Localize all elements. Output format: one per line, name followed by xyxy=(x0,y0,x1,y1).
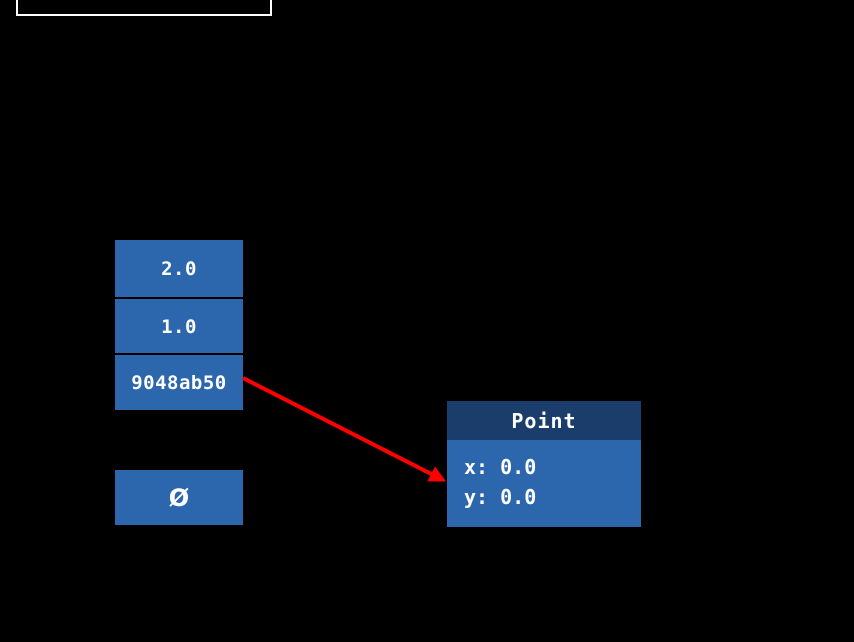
stack-cell-value: 9048ab50 xyxy=(131,371,227,394)
object-box-point[interactable]: Point x: 0.0 y: 0.0 xyxy=(447,401,641,527)
pointer-arrow xyxy=(242,376,447,482)
object-field-y: y: 0.0 xyxy=(464,485,537,509)
clipped-frame-box xyxy=(16,0,272,16)
object-field-list: x: 0.0 y: 0.0 xyxy=(447,440,641,527)
object-title-bar: Point xyxy=(447,401,641,440)
value-stack: 2.0 1.0 9048ab50 xyxy=(115,240,243,410)
stack-cell-pointer[interactable]: 9048ab50 xyxy=(115,353,243,410)
object-title: Point xyxy=(511,408,577,433)
object-field-x: x: 0.0 xyxy=(464,455,537,479)
stack-cell[interactable]: 2.0 xyxy=(115,240,243,297)
empty-set-cell[interactable]: Ø xyxy=(115,470,243,525)
empty-set-symbol: Ø xyxy=(168,483,190,512)
stack-cell-value: 2.0 xyxy=(161,257,197,280)
stack-cell-value: 1.0 xyxy=(161,315,197,338)
stack-cell[interactable]: 1.0 xyxy=(115,297,243,354)
